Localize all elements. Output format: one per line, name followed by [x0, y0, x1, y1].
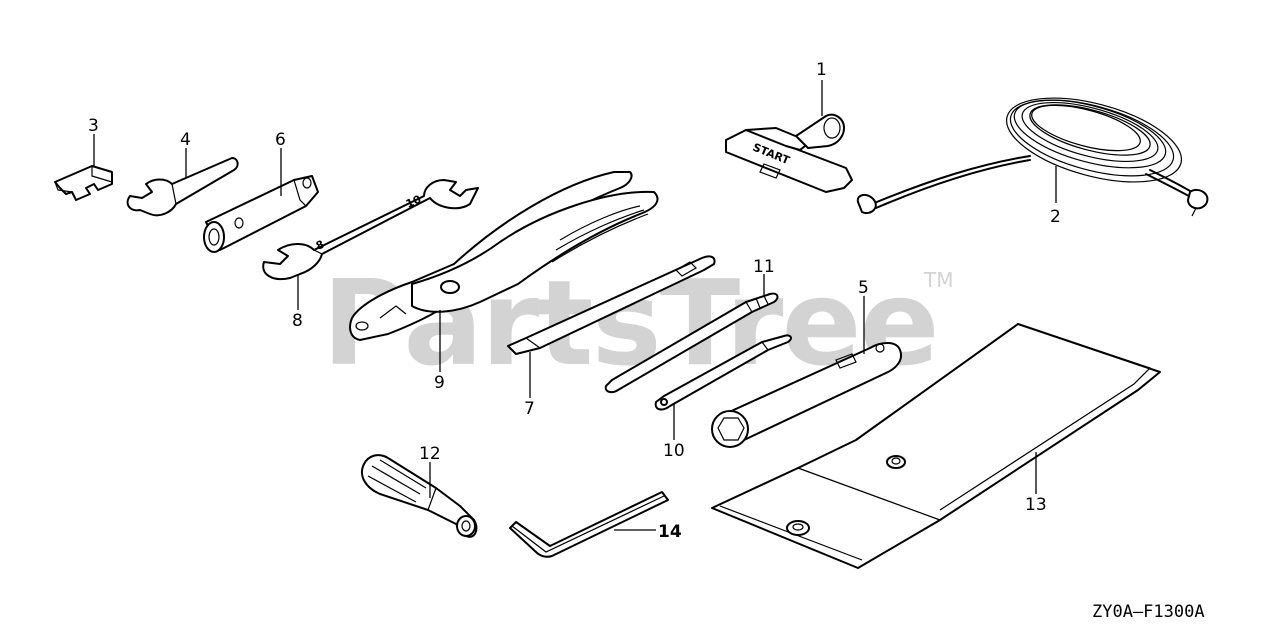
- callout-9[interactable]: 9: [434, 373, 445, 393]
- part-7-screwdriver[interactable]: [507, 255, 716, 355]
- callout-2[interactable]: 2: [1050, 207, 1061, 227]
- callout-11[interactable]: 11: [753, 257, 775, 277]
- callout-14[interactable]: 14: [658, 522, 682, 542]
- callout-6[interactable]: 6: [275, 130, 286, 150]
- part-4-flat-wrench[interactable]: [126, 157, 239, 217]
- part-12-driver-handle[interactable]: [361, 454, 478, 538]
- callout-1[interactable]: 1: [816, 60, 827, 80]
- callout-12[interactable]: 12: [419, 444, 441, 464]
- callout-10[interactable]: 10: [663, 441, 685, 461]
- callout-4[interactable]: 4: [180, 130, 191, 150]
- callout-5[interactable]: 5: [858, 278, 869, 298]
- callout-8[interactable]: 8: [292, 311, 303, 331]
- part-2-starter-rope[interactable]: [856, 82, 1209, 217]
- callouts: 1 2 3 4 5 6 7 8 9 10 11 12 13 14: [88, 60, 1061, 542]
- part-13-tool-bag[interactable]: [711, 323, 1161, 569]
- leader-lines: [93, 80, 1057, 531]
- part-11-screwdriver[interactable]: [604, 292, 779, 394]
- wrench-size-a: 10: [404, 192, 424, 210]
- part-10-thin-driver[interactable]: [654, 334, 792, 411]
- part-3-clip[interactable]: [54, 165, 113, 201]
- part-6-box-socket[interactable]: [203, 175, 319, 253]
- diagram-code: ZY0A—F1300A: [1092, 602, 1205, 622]
- part-14-hex-key[interactable]: [509, 491, 669, 558]
- watermark-trademark: TM: [923, 268, 953, 292]
- callout-7[interactable]: 7: [524, 399, 535, 419]
- part-5-plug-wrench[interactable]: [711, 342, 902, 448]
- callout-13[interactable]: 13: [1025, 495, 1047, 515]
- part-1-starter-grip[interactable]: START: [725, 113, 853, 193]
- callout-3[interactable]: 3: [88, 116, 99, 136]
- part-9-pliers[interactable]: [349, 171, 659, 341]
